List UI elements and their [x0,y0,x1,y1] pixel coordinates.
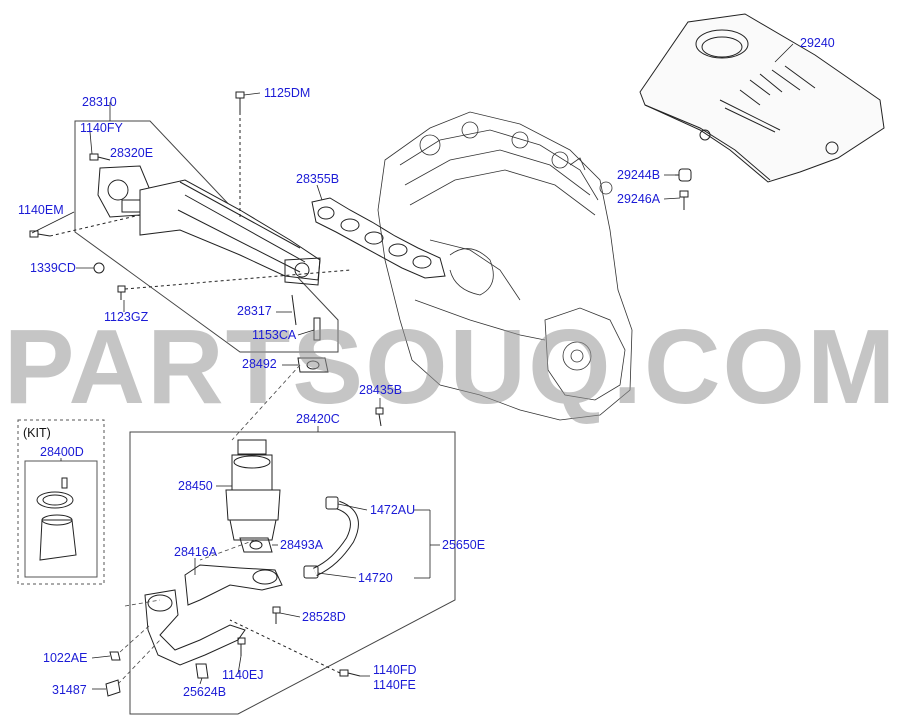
stud-1153ca[interactable] [313,317,321,341]
stud-28317[interactable] [291,294,297,326]
engine-cover[interactable] [639,13,885,183]
bolt-1140ej[interactable] [237,637,246,656]
label-29244b[interactable]: 29244B [617,168,661,182]
label-1140em[interactable]: 1140EM [18,203,64,217]
gasket-28355b[interactable] [311,197,446,279]
hose-14720[interactable] [312,500,359,577]
label-28450[interactable]: 28450 [178,479,213,493]
label-29246a[interactable]: 29246A [617,192,661,206]
label-25650e[interactable]: 25650E [442,538,486,552]
bolt-1125dm[interactable] [235,91,245,220]
label-28492[interactable]: 28492 [242,357,277,371]
bolt-1140fy[interactable] [89,153,111,161]
kit-label: (KIT) [23,426,51,440]
engine-block [377,111,633,421]
label-28317[interactable]: 28317 [237,304,272,318]
label-1140ej[interactable]: 1140EJ [222,668,264,682]
label-28400d[interactable]: 28400D [40,445,84,459]
label-28320e[interactable]: 28320E [110,146,154,160]
label-28420c[interactable]: 28420C [296,412,340,426]
label-28416a[interactable]: 28416A [174,545,218,559]
label-1140fy[interactable]: 1140FY [80,121,123,135]
label-28310[interactable]: 28310 [82,95,117,109]
label-1125dm[interactable]: 1125DM [264,86,311,100]
label-1153ca[interactable]: 1153CA [252,328,297,342]
nut-1339cd[interactable] [93,262,105,274]
dashed-guides [117,364,301,685]
label-25624b[interactable]: 25624B [183,685,227,699]
egr-pipe-28416a[interactable] [144,564,283,666]
bolt-29246a[interactable] [679,190,689,210]
bolt-1140em[interactable] [29,214,141,238]
egr-valve-28450[interactable] [225,439,281,541]
label-1022ae[interactable]: 1022AE [43,651,88,665]
watermark: PARTSOUQ.COM [3,308,898,426]
label-28493a[interactable]: 28493A [280,538,324,552]
gasket-28493a[interactable] [239,537,273,553]
label-1123gz[interactable]: 1123GZ [104,310,149,324]
label-28355b[interactable]: 28355B [296,172,340,186]
bolt-28528d[interactable] [272,606,281,624]
gasket-28492[interactable] [297,357,329,373]
label-1140fd[interactable]: 1140FD [373,663,417,677]
bolt-1123gz[interactable] [117,269,351,300]
clamp-1472au[interactable] [303,496,339,579]
label-14720[interactable]: 14720 [358,571,393,585]
label-1339cd[interactable]: 1339CD [30,261,76,275]
bolt-28435b[interactable] [375,407,384,427]
label-31487[interactable]: 31487 [52,683,87,697]
label-29240[interactable]: 29240 [800,36,835,50]
label-1140fe[interactable]: 1140FE [373,678,416,692]
egr-pipe-frame [129,431,456,715]
egr-cooler-frame [74,120,339,353]
nut-1022ae[interactable] [109,651,121,661]
kit-box [17,419,105,585]
clamp-25624b[interactable] [195,663,209,679]
label-28528d[interactable]: 28528D [302,610,346,624]
leader-lines [31,43,794,690]
egr-cooler[interactable] [139,179,321,286]
egr-valve-kit-28400d[interactable] [36,477,77,561]
label-1472au[interactable]: 1472AU [370,503,416,517]
kit-inner-box [24,460,98,578]
bolt-1140fd[interactable] [229,619,361,677]
label-28435b[interactable]: 28435B [359,383,403,397]
cap-31487[interactable] [105,679,121,697]
